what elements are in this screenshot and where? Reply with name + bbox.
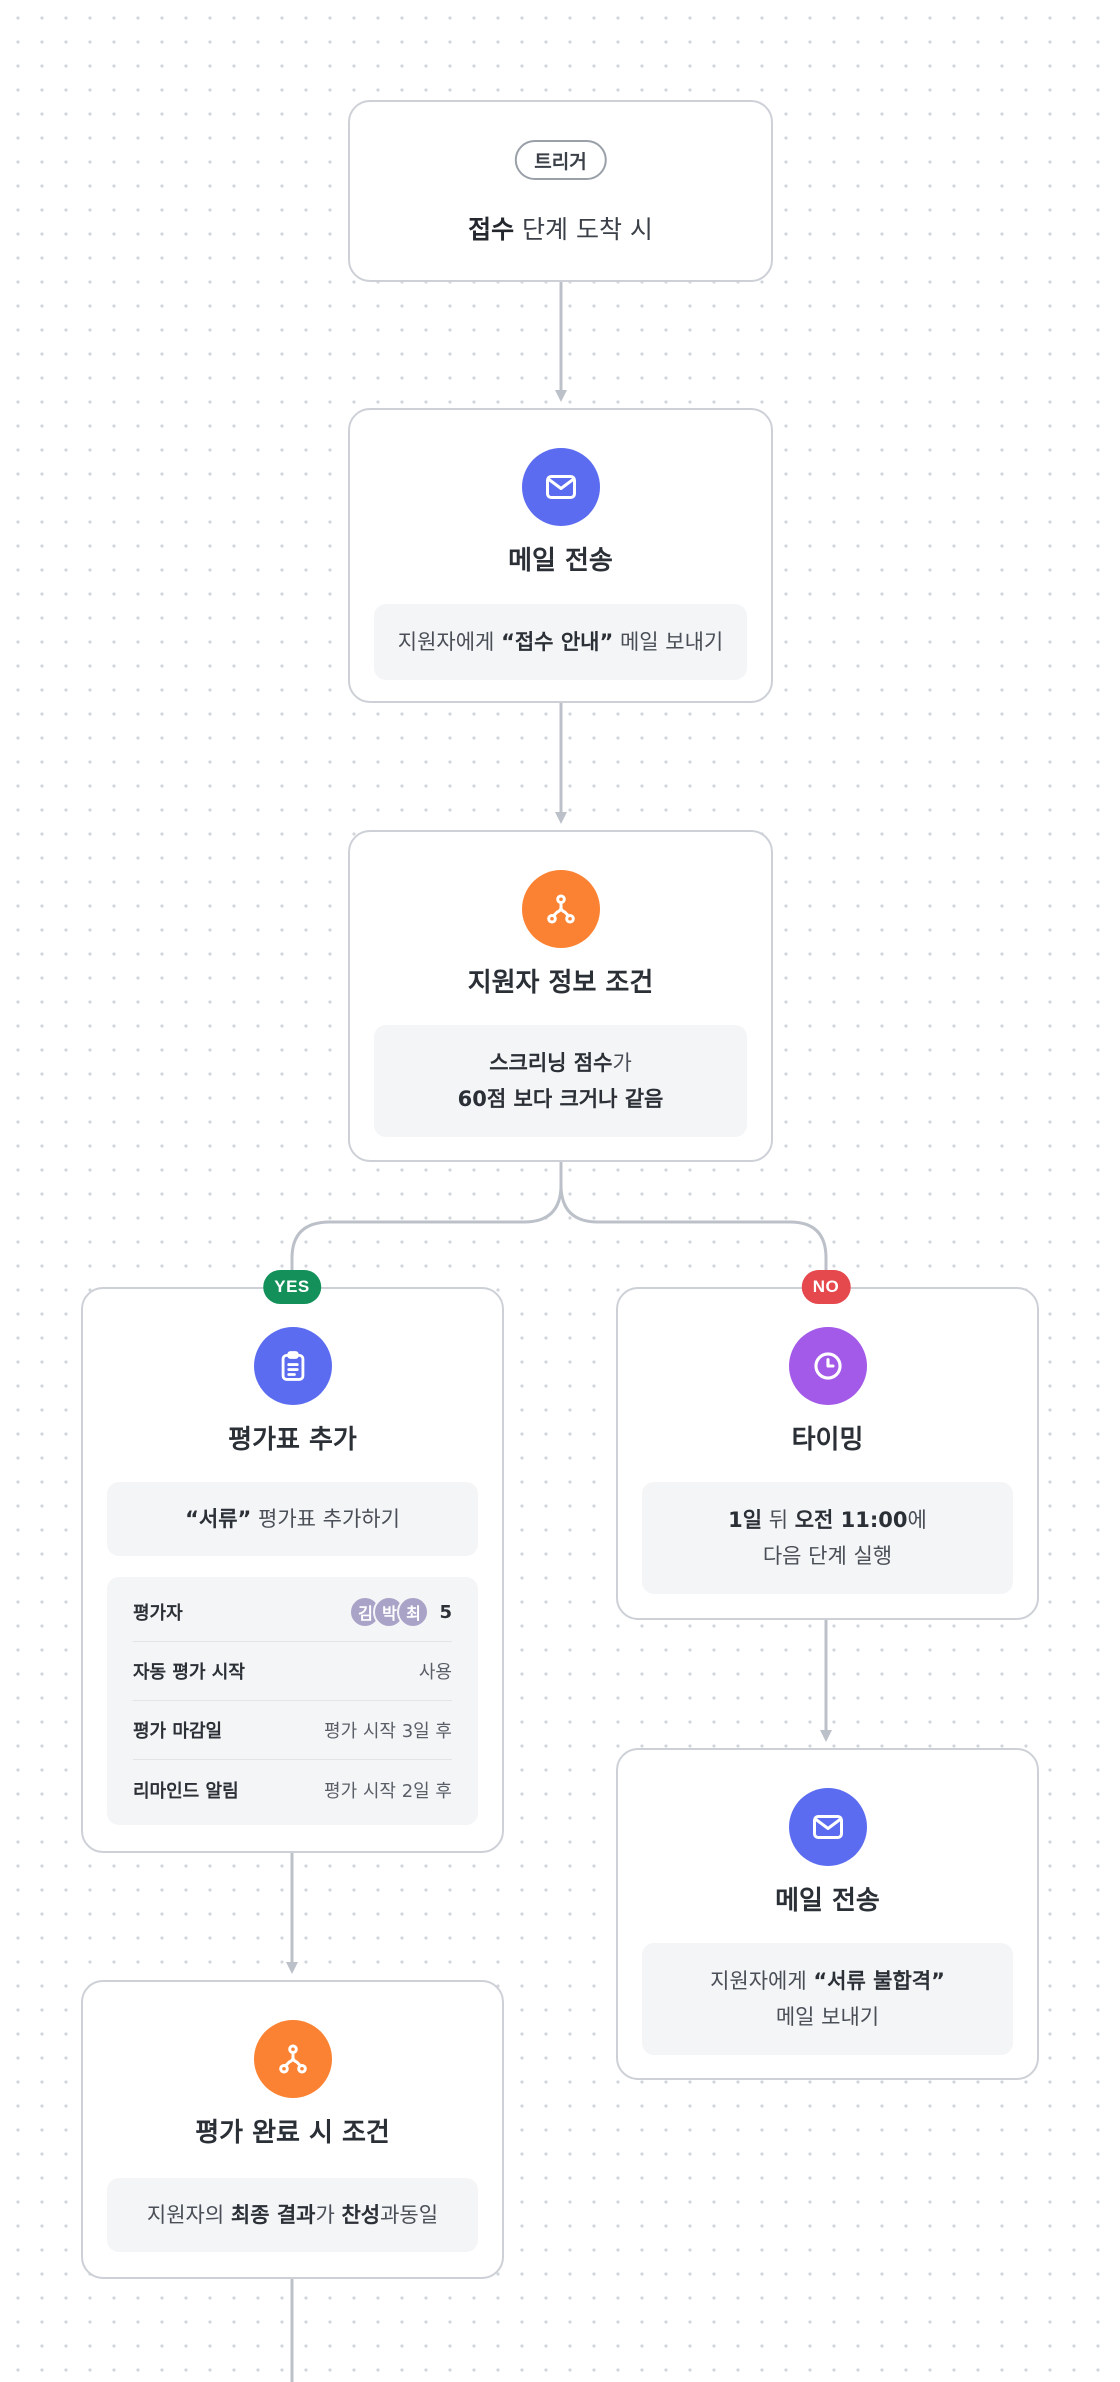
timing-node[interactable]: 타이밍 1일 뒤 오전 11:00에 다음 단계 실행	[616, 1287, 1039, 1620]
add-evaluation-form-node[interactable]: 평가표 추가 “서류” 평가표 추가하기 평가자 김 박 최 5 자동 평가 시…	[81, 1287, 504, 1853]
yes-branch-badge: YES	[263, 1270, 321, 1304]
setting-label: 리마인드 알림	[133, 1780, 239, 1802]
clock-icon	[788, 1327, 867, 1405]
condition-description: 스크리닝 점수가 60점 보다 크거나 같음	[374, 1025, 747, 1137]
mail-description: 지원자에게 “접수 안내” 메일 보내기	[374, 604, 747, 680]
evaluator-group[interactable]: 김 박 최 5	[349, 1596, 452, 1628]
branch-icon	[521, 870, 600, 948]
trigger-node[interactable]: 트리거 접수 단계 도착 시	[348, 100, 773, 282]
trigger-chip: 트리거	[514, 140, 607, 180]
setting-value: 평가 시작 2일 후	[324, 1780, 452, 1802]
node-title: 메일 전송	[775, 1886, 880, 1916]
setting-value: 사용	[418, 1662, 452, 1683]
send-mail-reject-node[interactable]: 메일 전송 지원자에게 “서류 불합격” 메일 보내기	[616, 1748, 1039, 2080]
eval-settings-list: 평가자 김 박 최 5 자동 평가 시작 사용 평가 마감일 평가 시작 3일 …	[107, 1577, 478, 1825]
avatar: 최	[397, 1596, 430, 1628]
condition-description: 지원자의 최종 결과가 찬성과동일	[107, 2178, 478, 2252]
mail-description: 지원자에게 “서류 불합격” 메일 보내기	[642, 1943, 1013, 2055]
setting-reminder[interactable]: 리마인드 알림 평가 시작 2일 후	[133, 1760, 452, 1819]
trigger-condition-text: 접수 단계 도착 시	[468, 215, 653, 244]
setting-value: 평가 시작 3일 후	[324, 1721, 452, 1742]
evaluator-count: 5	[439, 1601, 452, 1623]
send-mail-node[interactable]: 메일 전송 지원자에게 “접수 안내” 메일 보내기	[348, 408, 773, 703]
connector-branch-split	[290, 1162, 828, 1287]
evaluation-complete-condition-node[interactable]: 평가 완료 시 조건 지원자의 최종 결과가 찬성과동일	[81, 1980, 504, 2279]
eval-form-description: “서류” 평가표 추가하기	[107, 1482, 478, 1556]
setting-auto-start[interactable]: 자동 평가 시작 사용	[133, 1642, 452, 1701]
node-title: 타이밍	[791, 1425, 864, 1455]
timing-description: 1일 뒤 오전 11:00에 다음 단계 실행	[642, 1482, 1013, 1594]
branch-icon	[253, 2020, 332, 2098]
setting-label: 자동 평가 시작	[133, 1662, 245, 1683]
node-title: 메일 전송	[508, 546, 613, 576]
node-title: 평가 완료 시 조건	[195, 2118, 390, 2148]
node-title: 지원자 정보 조건	[467, 968, 654, 998]
mail-icon	[788, 1788, 867, 1866]
node-title: 평가표 추가	[228, 1425, 357, 1455]
setting-label: 평가자	[133, 1603, 183, 1624]
setting-label: 평가 마감일	[133, 1721, 223, 1742]
setting-deadline[interactable]: 평가 마감일 평가 시작 3일 후	[133, 1701, 452, 1760]
applicant-condition-node[interactable]: 지원자 정보 조건 스크리닝 점수가 60점 보다 크거나 같음	[348, 830, 773, 1162]
setting-evaluators[interactable]: 평가자 김 박 최 5	[133, 1583, 452, 1642]
clipboard-icon	[253, 1327, 332, 1405]
no-branch-badge: NO	[801, 1270, 851, 1304]
mail-icon	[521, 448, 600, 526]
